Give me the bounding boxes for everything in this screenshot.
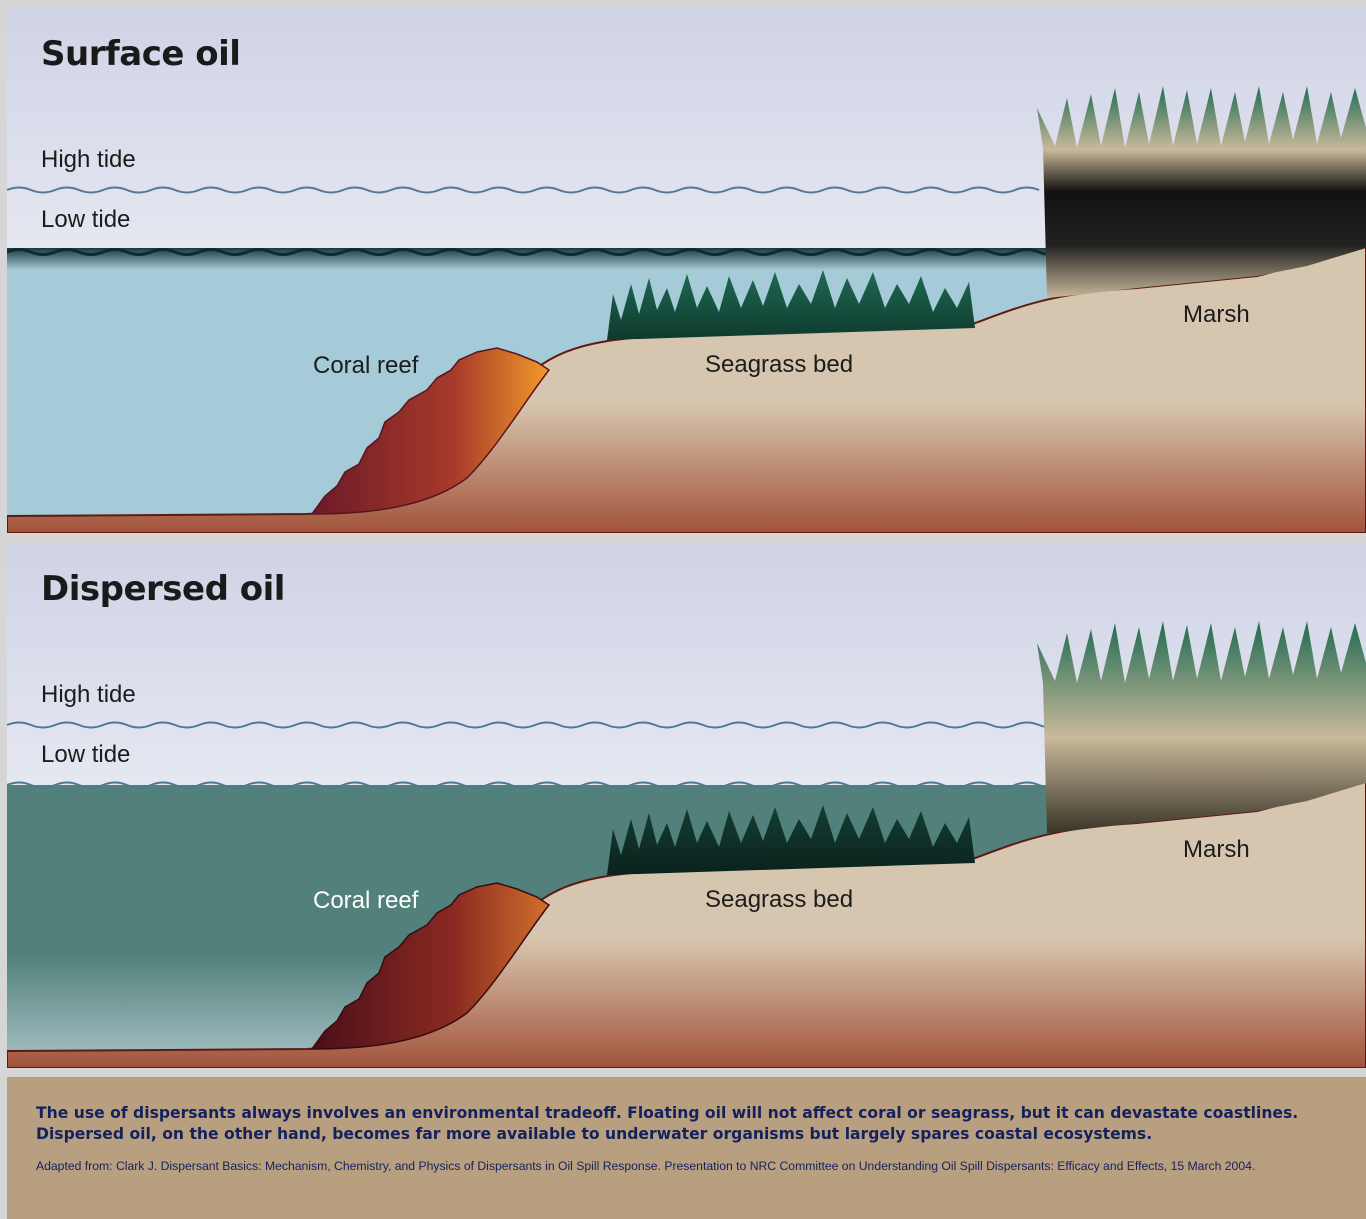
surface-oil-panel: Surface oil High tide Low tide Coral ree… xyxy=(7,8,1366,533)
coral-reef xyxy=(310,882,551,1050)
marsh-label: Marsh xyxy=(1183,301,1250,328)
dispersed-oil-illustration xyxy=(7,543,1366,1068)
marsh-grass xyxy=(1037,86,1366,298)
seagrass-bed-label: Seagrass bed xyxy=(705,886,854,913)
coral-reef-label: Coral reef xyxy=(313,352,419,379)
panel-title: Surface oil xyxy=(41,34,241,74)
oil-slick xyxy=(7,248,1057,270)
high-tide-line xyxy=(7,186,1040,194)
low-tide-line xyxy=(7,781,1064,789)
coral-reef-label: Coral reef xyxy=(313,887,419,914)
source-citation: Adapted from: Clark J. Dispersant Basics… xyxy=(36,1159,1256,1173)
caption-box: The use of dispersants always involves a… xyxy=(7,1077,1366,1219)
low-tide-label: Low tide xyxy=(41,741,131,768)
low-tide-label: Low tide xyxy=(41,206,131,233)
high-tide-label: High tide xyxy=(41,146,136,173)
surface-oil-illustration xyxy=(7,8,1366,533)
marsh-grass xyxy=(1037,621,1366,833)
seagrass xyxy=(607,270,975,340)
coral-reef xyxy=(310,347,551,515)
caption-text: The use of dispersants always involves a… xyxy=(36,1104,1299,1143)
marsh-label: Marsh xyxy=(1183,836,1250,863)
low-tide-line xyxy=(7,248,1064,256)
dispersed-oil-panel: Dispersed oil High tide Low tide Coral r… xyxy=(7,543,1366,1068)
seagrass xyxy=(607,805,975,875)
high-tide-line xyxy=(7,721,1064,729)
high-tide-label: High tide xyxy=(41,681,136,708)
panel-title: Dispersed oil xyxy=(41,569,285,609)
seagrass-bed-label: Seagrass bed xyxy=(705,351,854,378)
